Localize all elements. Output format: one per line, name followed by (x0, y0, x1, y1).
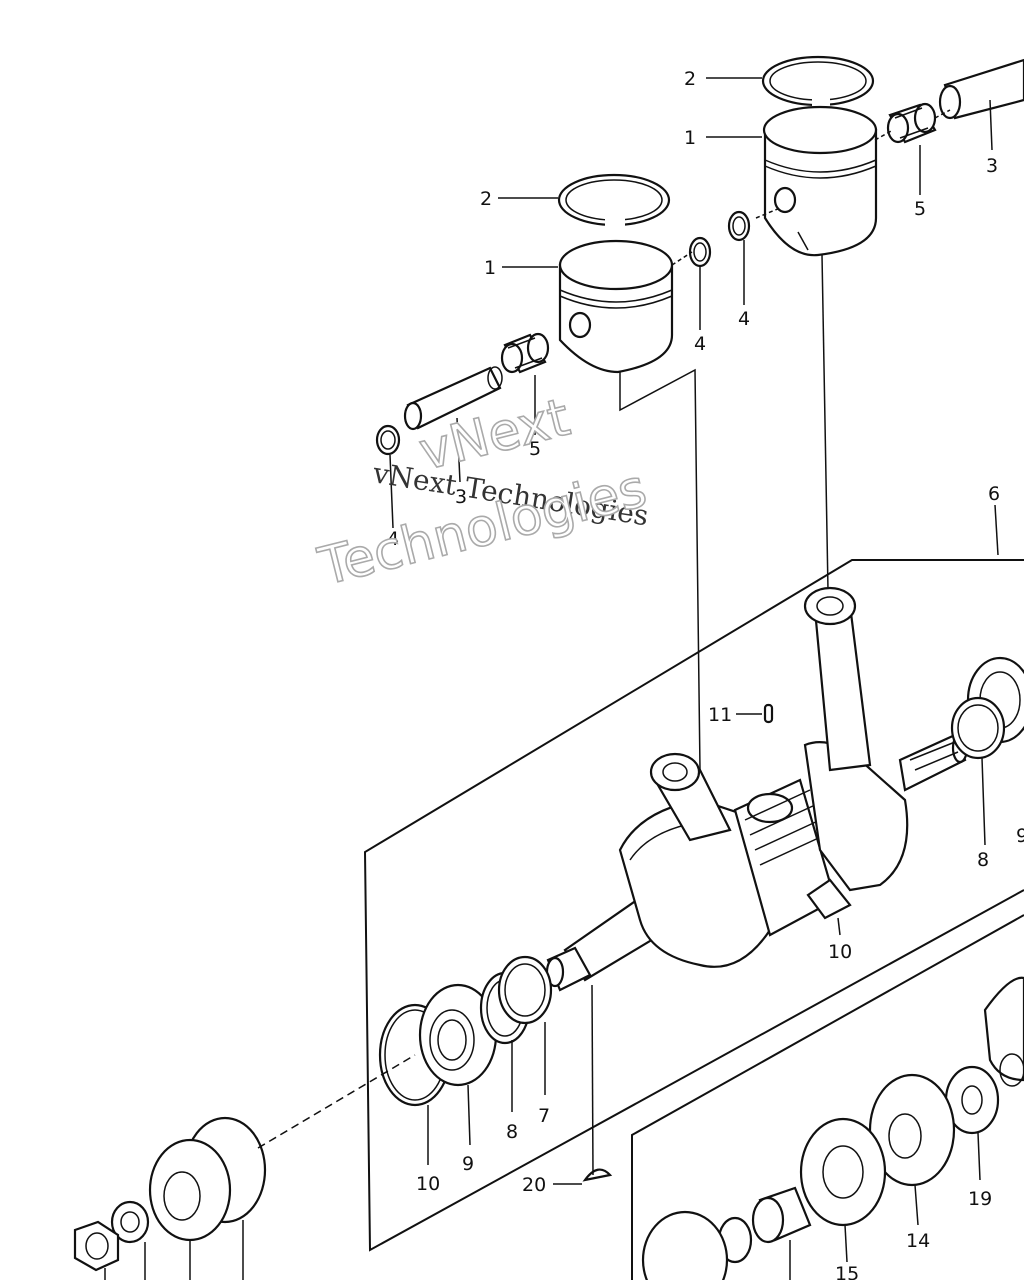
clutch-arm (983, 976, 1024, 1087)
callout-14: 14 (906, 1230, 930, 1252)
callout-7: 7 (538, 1105, 550, 1127)
callout-4-upper: 4 (738, 308, 750, 330)
spacer-sleeve (751, 1186, 812, 1244)
crankshaft-group-frame (363, 559, 1024, 1280)
callout-3-upper: 3 (986, 155, 998, 177)
dowel-pin-11 (763, 703, 774, 724)
callout-11: 11 (708, 704, 732, 726)
lock-washer (110, 1200, 150, 1244)
callout-2-upper: 2 (684, 68, 696, 90)
key-10 (806, 878, 852, 920)
washer-15 (799, 1117, 887, 1227)
callout-8-left: 8 (506, 1121, 518, 1143)
piston-pin-upper (938, 58, 1024, 120)
needle-bearing-upper (886, 102, 937, 144)
callout-1-upper: 1 (684, 127, 696, 149)
circlip-upper (727, 210, 751, 242)
callout-5-lower: 5 (529, 438, 541, 460)
nut (73, 1220, 120, 1272)
piston-ring-upper (761, 55, 875, 108)
ball-bearing-9 (418, 983, 498, 1087)
callout-2-lower: 2 (480, 188, 492, 210)
callout-10-key: 10 (828, 941, 852, 963)
connecting-rod-left (649, 752, 732, 842)
needle-bearing-lower (500, 332, 550, 374)
piston-lower (558, 239, 674, 374)
callout-9-right: 9 (1016, 825, 1024, 847)
connecting-rod-right (803, 586, 872, 772)
circlip-lower-left (375, 424, 401, 456)
woodruff-key-20 (582, 1168, 613, 1182)
callout-8-right: 8 (977, 849, 989, 871)
leader-lines (104, 77, 999, 1280)
callout-15: 15 (835, 1263, 859, 1280)
piston-upper (762, 105, 878, 257)
callout-20: 20 (522, 1174, 546, 1196)
piston-pin-lower (403, 366, 503, 431)
watermark: vNext Technologies vNext Technologies (312, 387, 653, 599)
seal-cover (148, 1116, 267, 1242)
callout-3-lower: 3 (455, 486, 467, 508)
clutch-plate (641, 1210, 729, 1280)
crankshaft (545, 732, 969, 992)
callout-9-left: 9 (462, 1153, 474, 1175)
piston-ring-lower (557, 173, 671, 228)
circlip-lower-right (688, 236, 712, 268)
callout-19: 19 (968, 1188, 992, 1210)
callout-1-lower: 1 (484, 257, 496, 279)
callout-10-oring: 10 (416, 1173, 440, 1195)
callout-4-lower-left: 4 (387, 528, 399, 550)
callout-6: 6 (988, 483, 1000, 505)
callout-5-upper: 5 (914, 198, 926, 220)
callout-labels: 2 1 3 5 4 2 1 4 5 3 4 6 11 8 9 10 7 8 9 … (387, 68, 1024, 1280)
ring-7 (497, 955, 553, 1025)
oil-seal-ring-right (950, 696, 1006, 760)
callout-4-lower-right: 4 (694, 333, 706, 355)
